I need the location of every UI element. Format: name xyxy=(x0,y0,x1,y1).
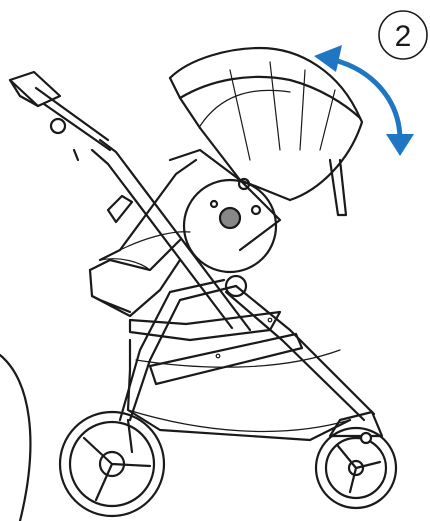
rotate-double-arrow-icon xyxy=(314,45,414,156)
adjust-knob-icon xyxy=(218,206,242,230)
front-wheel xyxy=(314,410,398,510)
handlebar xyxy=(8,70,112,152)
step-badge: 2 xyxy=(378,10,428,60)
main-frame xyxy=(118,278,376,422)
canopy xyxy=(168,46,364,217)
mechanism-highlight xyxy=(182,177,278,274)
rear-wheel xyxy=(58,410,166,518)
detail-circle-edge xyxy=(0,353,32,521)
step-number: 2 xyxy=(395,20,412,53)
push-frame xyxy=(72,138,252,332)
basket xyxy=(126,310,352,442)
